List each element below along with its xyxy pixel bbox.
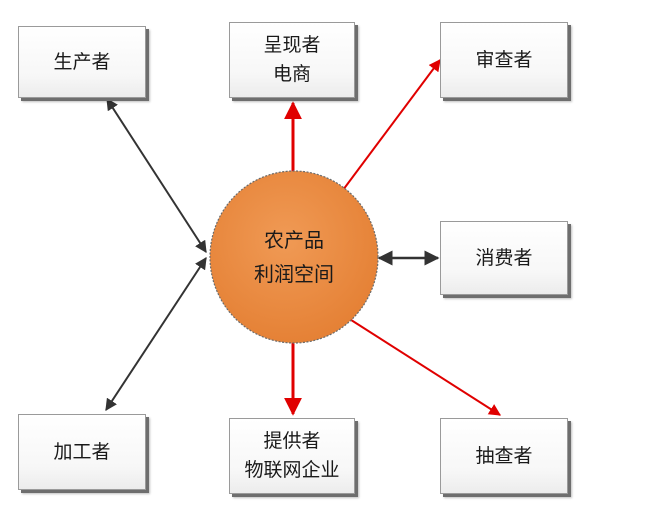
center-label-line1: 农产品: [264, 228, 324, 252]
node-reviewer: 审查者: [440, 22, 568, 98]
edge-reviewer: [342, 59, 441, 191]
node-presenter-label-line1: 呈现者: [263, 34, 321, 56]
node-provider-label-line2: 物联网企业: [244, 459, 340, 481]
edge-inspector: [347, 317, 502, 416]
edge-producer: [106, 97, 207, 254]
node-inspector: 抽查者: [440, 418, 568, 494]
node-inspector-label: 抽查者: [475, 444, 533, 467]
node-provider: 提供者 物联网企业: [229, 418, 355, 494]
center-circle: [209, 170, 379, 344]
node-processor-label: 加工者: [53, 440, 111, 463]
node-reviewer-label: 审查者: [475, 48, 533, 71]
node-producer: 生产者: [18, 26, 146, 98]
node-consumer-label: 消费者: [475, 246, 533, 269]
node-consumer: 消费者: [440, 221, 568, 295]
node-presenter-label-line2: 电商: [272, 63, 311, 85]
node-presenter: 呈现者 电商: [229, 22, 355, 98]
node-producer-label: 生产者: [53, 50, 111, 73]
edge-processor: [105, 256, 207, 412]
node-processor: 加工者: [18, 414, 146, 490]
center-label: 农产品 利润空间: [210, 172, 378, 342]
center-label-line2: 利润空间: [254, 262, 334, 286]
node-provider-label-line1: 提供者: [263, 430, 321, 452]
